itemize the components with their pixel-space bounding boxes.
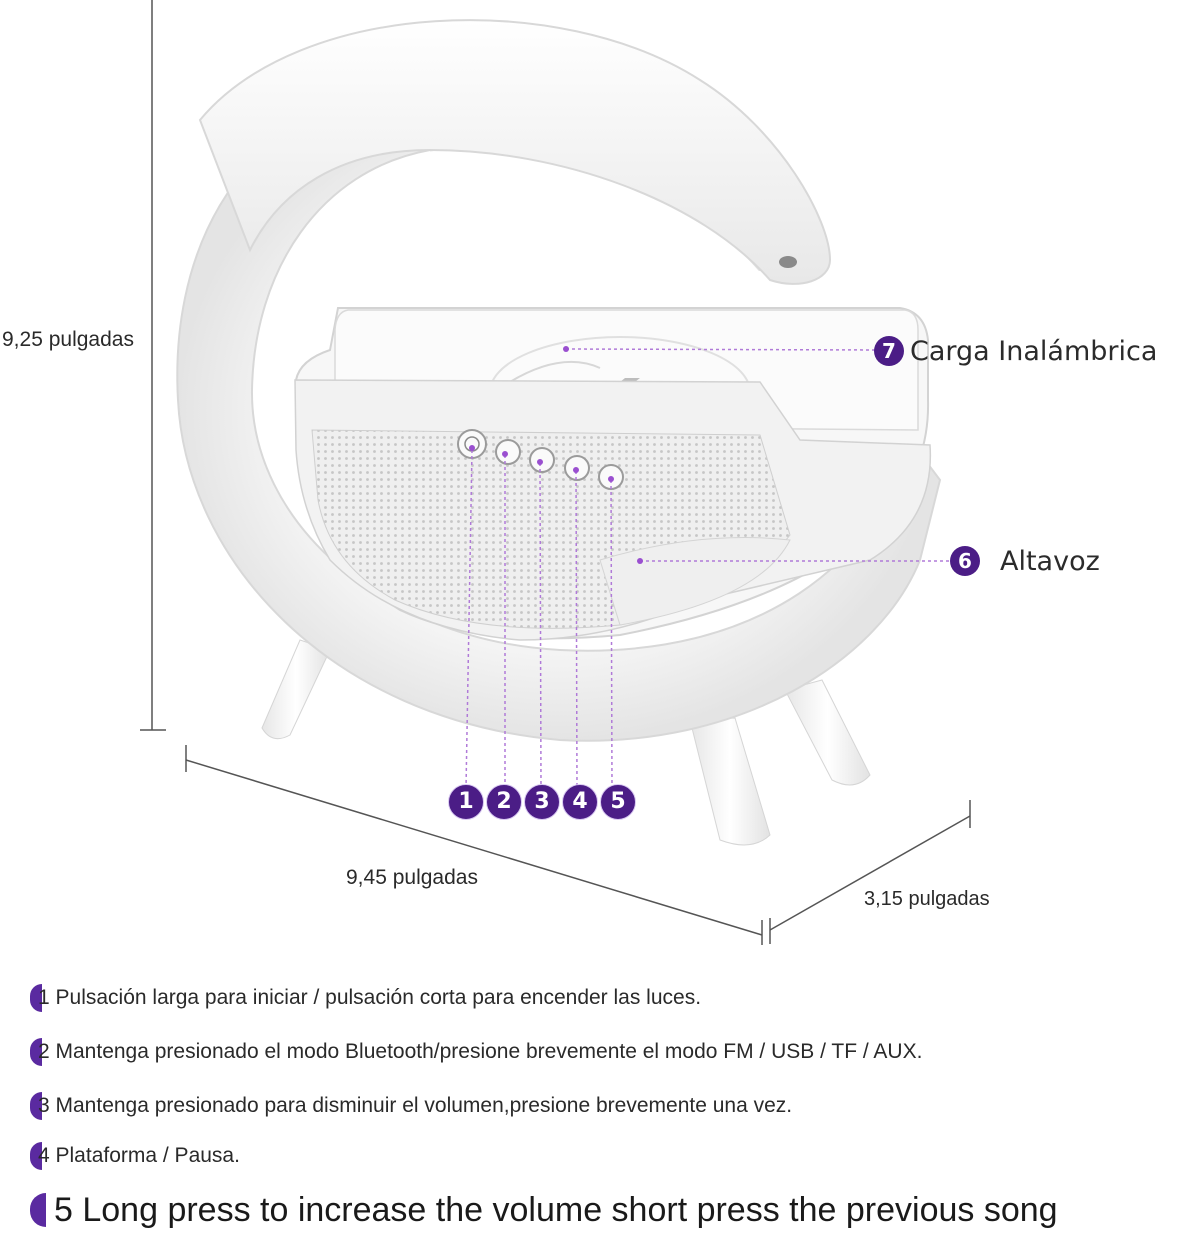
- legend-item: 4 Plataforma / Pausa.: [30, 1136, 240, 1176]
- legend-marker: [30, 1142, 42, 1170]
- button-2[interactable]: [495, 439, 521, 465]
- height-dimension-label: 9,25 pulgadas: [2, 328, 134, 351]
- legend-text: 3 Mantenga presionado para disminuir el …: [38, 1094, 793, 1117]
- product-illustration: [140, 0, 971, 945]
- legend-marker: [30, 984, 42, 1012]
- button-1[interactable]: [457, 429, 487, 459]
- button-number-4: 4: [562, 784, 598, 820]
- callout-7-badge: 7: [874, 336, 904, 366]
- button-number-badges: 1 2 3 4 5: [448, 784, 636, 820]
- legend-item: 1 Pulsación larga para iniciar / pulsaci…: [30, 978, 701, 1018]
- legend-item: 5 Long press to increase the volume shor…: [30, 1186, 1058, 1234]
- legend-text: 4 Plataforma / Pausa.: [38, 1144, 240, 1167]
- leader-lines: [465, 348, 950, 789]
- button-number-1: 1: [448, 784, 484, 820]
- leader-dots: [469, 346, 643, 564]
- legend-text: 2 Mantenga presionado el modo Bluetooth/…: [38, 1040, 923, 1063]
- depth-dimension-label: 3,15 pulgadas: [864, 888, 990, 910]
- legend-marker: [30, 1092, 42, 1120]
- legend-item: 3 Mantenga presionado para disminuir el …: [30, 1086, 792, 1126]
- button-number-2: 2: [486, 784, 522, 820]
- legend-marker: [30, 1193, 46, 1227]
- width-dimension-line: [185, 745, 763, 945]
- legend-marker: [30, 1038, 42, 1066]
- width-dimension-label: 9,45 pulgadas: [346, 866, 478, 889]
- legend-item: 2 Mantenga presionado el modo Bluetooth/…: [30, 1032, 922, 1072]
- product-diagram: 9,25 pulgadas 9,45 pulgadas 3,15 pulgada…: [2, 0, 1158, 1229]
- callout-6-badge: 6: [950, 546, 980, 576]
- callout-speaker-label: Altavoz: [1000, 546, 1100, 577]
- legend-text: 1 Pulsación larga para iniciar / pulsaci…: [38, 986, 702, 1009]
- depth-dimension-line: [769, 800, 971, 944]
- g-shaped-lamp: [176, 19, 942, 742]
- lamp-legs: [261, 639, 871, 846]
- legend-text: 5 Long press to increase the volume shor…: [54, 1190, 1058, 1229]
- button-number-3: 3: [524, 784, 560, 820]
- button-number-5: 5: [600, 784, 636, 820]
- speaker-base: [294, 307, 932, 641]
- callout-wireless-charging-label: Carga Inalámbrica: [910, 336, 1158, 367]
- height-dimension-line: [140, 0, 166, 731]
